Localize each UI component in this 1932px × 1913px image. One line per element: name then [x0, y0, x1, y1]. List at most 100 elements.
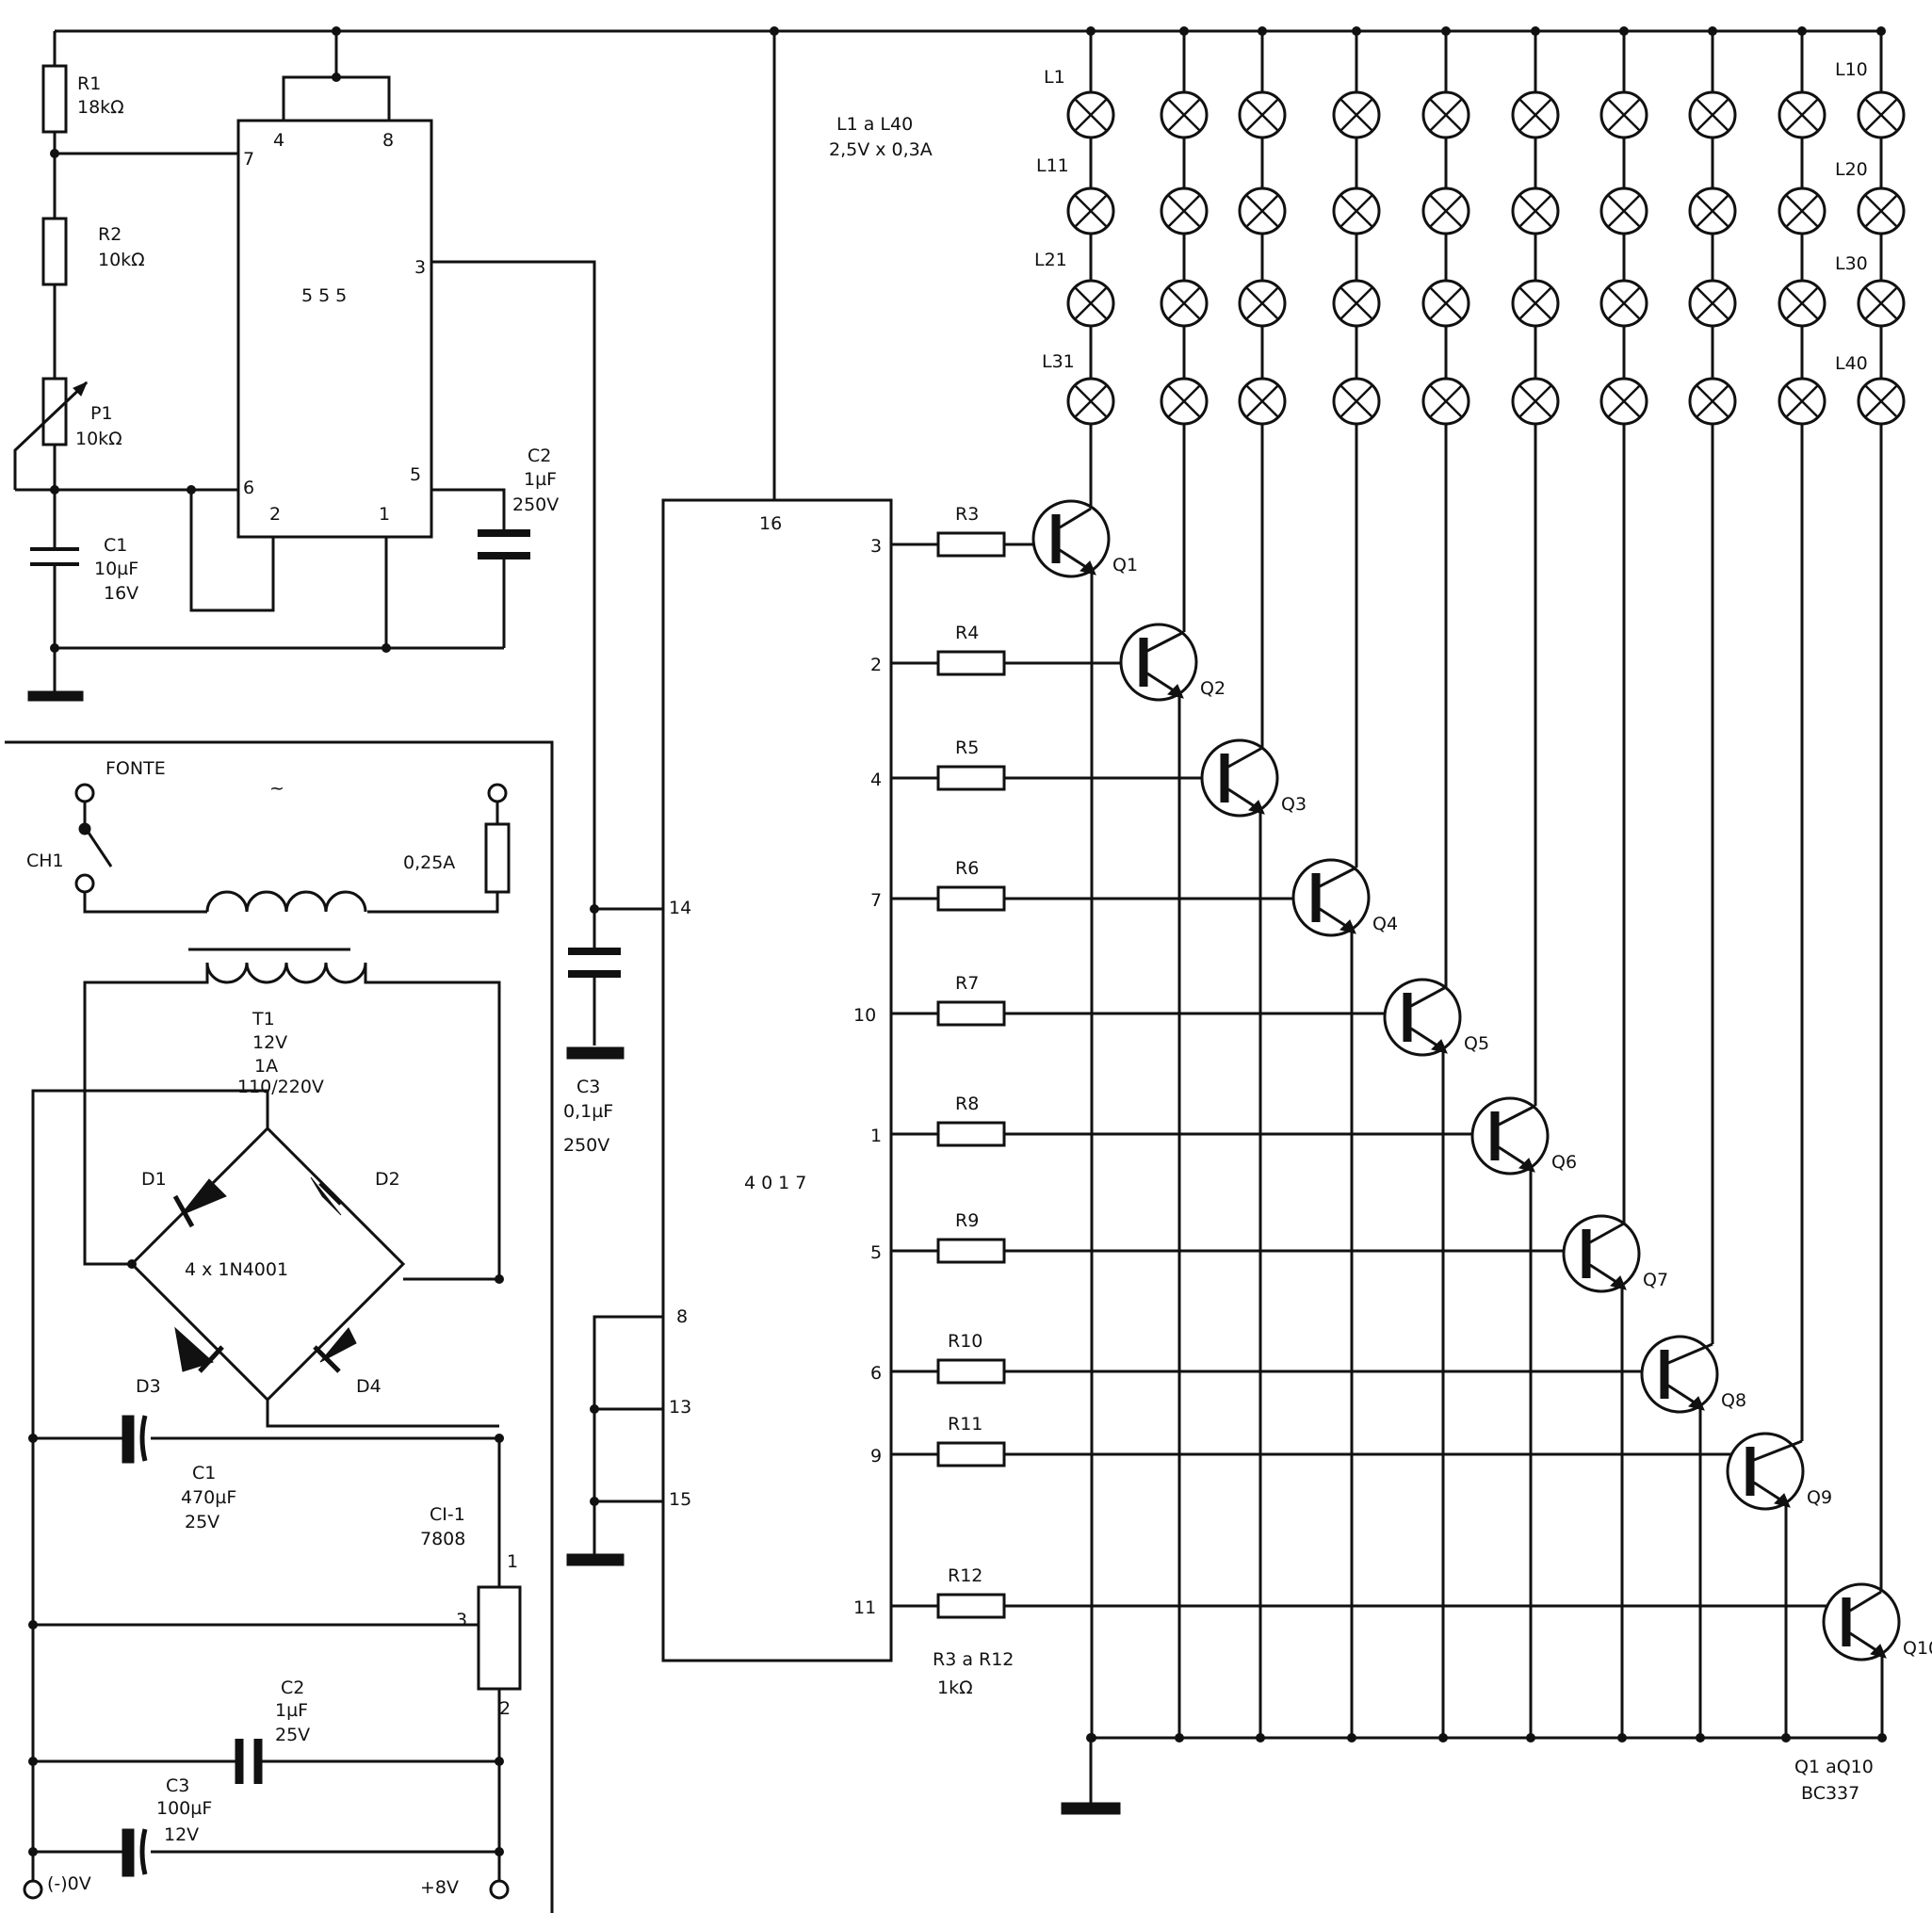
- timer-pins-p1-label: 1: [379, 504, 390, 525]
- counter-ground: [566, 1553, 625, 1566]
- supply-regulator-part-label: 7808: [420, 1529, 465, 1549]
- counter-resistor_note_line2-label: 1kΩ: [937, 1678, 973, 1698]
- counter-output-pin: 4: [870, 770, 882, 790]
- timer-ic_label-label: 555: [301, 285, 352, 306]
- resistor-r12: [936, 1593, 1006, 1619]
- lamp-l36: [1511, 377, 1560, 426]
- ic-555: [236, 119, 433, 539]
- lamp-l34: [1332, 377, 1381, 426]
- lamp-l6: [1511, 90, 1560, 139]
- transistor-q3: [1200, 738, 1279, 818]
- resistor-label: R7: [955, 973, 979, 994]
- counter-output-pin: 9: [870, 1446, 882, 1467]
- lamp-l18: [1688, 186, 1737, 235]
- resistor-label: R4: [955, 623, 979, 643]
- lamp-row-label-left: L21: [1034, 250, 1067, 270]
- supply-c2-name-label: C2: [281, 1678, 304, 1698]
- supply-regulator-name-label: CI-1: [430, 1504, 465, 1525]
- switch-ch1: [83, 802, 113, 867]
- supply-c2: [235, 1739, 263, 1784]
- timer-pins-p7-label: 7: [243, 149, 254, 170]
- transistor-label: Q6: [1551, 1152, 1577, 1173]
- counter-pin16-label: 16: [759, 513, 782, 534]
- timer-p1-name-label: P1: [90, 403, 113, 424]
- supply-c3-voltage-label: 12V: [164, 1824, 199, 1845]
- counter-output-pin: 7: [870, 890, 882, 911]
- resistor-label: R5: [955, 738, 979, 758]
- emitter-ground: [1061, 1802, 1121, 1815]
- counter-output-pin: 6: [870, 1363, 882, 1384]
- timer-pins-p5-label: 5: [410, 464, 421, 485]
- supply-diodes-1-label: D2: [375, 1169, 400, 1190]
- supply-ac_symbol-label: ~: [269, 778, 284, 799]
- resistor-r10: [936, 1358, 1006, 1385]
- resistor-label: R10: [948, 1331, 982, 1352]
- transistor-q2: [1119, 623, 1198, 702]
- lamp-l20: [1857, 186, 1906, 235]
- lamp-l17: [1599, 186, 1648, 235]
- lamp-row-label-left: L11: [1036, 155, 1069, 176]
- resistor-r5: [936, 765, 1006, 791]
- supply-switch-label: CH1: [26, 851, 64, 871]
- counter-c3-value-label: 0,1µF: [563, 1101, 613, 1122]
- supply-diodes-2-label: D3: [136, 1376, 161, 1397]
- counter-c3-name-label: C3: [576, 1077, 600, 1097]
- timer-c1-name-label: C1: [104, 535, 127, 556]
- supply-out_neg-label: (-)0V: [47, 1873, 91, 1894]
- lamp-l7: [1599, 90, 1648, 139]
- transistor-q9: [1726, 1432, 1805, 1511]
- resistor-label: R8: [955, 1094, 979, 1114]
- switch-terminal-bottom: [74, 873, 95, 894]
- lamp-row-label-right: L30: [1835, 253, 1868, 274]
- timer-pins-p8-label: 8: [382, 130, 394, 151]
- resistor-r6: [936, 885, 1006, 912]
- switch-terminal-top: [74, 783, 95, 803]
- lamp-l10: [1857, 90, 1906, 139]
- timer-pins-p4-label: 4: [273, 130, 284, 151]
- lamp-l29: [1778, 279, 1826, 328]
- supply-out_pos-label: +8V: [420, 1877, 459, 1898]
- lamp-l4: [1332, 90, 1381, 139]
- resistor-r8: [936, 1121, 1006, 1147]
- supply-regulator-pin1-label: 1: [507, 1551, 518, 1572]
- timer-p1-value-label: 10kΩ: [75, 429, 122, 449]
- timer-pins-p3-label: 3: [414, 257, 426, 278]
- regulator-7808: [477, 1585, 522, 1691]
- transistor-label: Q10: [1903, 1638, 1932, 1659]
- lamp-l33: [1238, 377, 1287, 426]
- lamp-l32: [1160, 377, 1209, 426]
- timer-c2: [478, 529, 530, 559]
- counter-section: 4017 16 14 8 13 15 C3 0,1µF 250V R3 a R1…: [563, 31, 1932, 1804]
- lamp-l25: [1421, 279, 1470, 328]
- counter-output-pin: 11: [853, 1597, 876, 1618]
- counter-pin15-label: 15: [669, 1489, 691, 1510]
- lamp-row-label-right: L40: [1835, 353, 1868, 374]
- counter-pin13-label: 13: [669, 1397, 691, 1418]
- lamp-l40: [1857, 377, 1906, 426]
- lamp-l37: [1599, 377, 1648, 426]
- lamp-l16: [1511, 186, 1560, 235]
- lamp-l31: [1066, 377, 1115, 426]
- lamp-l11: [1066, 186, 1115, 235]
- timer-r1-value-label: 18kΩ: [77, 97, 124, 118]
- transistor-q8: [1640, 1335, 1719, 1414]
- lamp-l2: [1160, 90, 1209, 139]
- counter-transistor_note_line1-label: Q1 aQ10: [1794, 1757, 1874, 1777]
- transistor-label: Q2: [1200, 678, 1226, 699]
- transistor-label: Q1: [1112, 555, 1138, 576]
- counter-output-pin: 3: [870, 536, 882, 557]
- lamp-l15: [1421, 186, 1470, 235]
- timer-c1-voltage-label: 16V: [104, 583, 138, 604]
- timer-r2: [41, 217, 68, 286]
- lamp-row-label-left: L1: [1044, 67, 1065, 88]
- resistor-label: R11: [948, 1414, 982, 1435]
- lamp-l39: [1778, 377, 1826, 426]
- supply-section: FONTE ~ CH1 0,25A T1 12V 1A 110/220V: [5, 740, 554, 1913]
- resistor-label: R3: [955, 504, 979, 525]
- output-positive-terminal: [489, 1879, 510, 1900]
- lamp-l19: [1778, 186, 1826, 235]
- diode-d3: [174, 1326, 224, 1373]
- transistor-label: Q3: [1281, 794, 1307, 815]
- resistor-r3: [936, 531, 1006, 558]
- timer-r2-value-label: 10kΩ: [98, 250, 145, 270]
